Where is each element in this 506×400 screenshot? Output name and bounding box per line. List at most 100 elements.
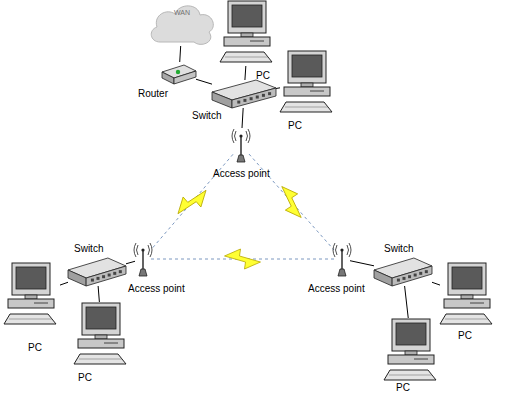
monitor-frame: [392, 319, 430, 351]
device-label: Access point: [308, 283, 365, 294]
pc-symbol: [74, 302, 130, 368]
lightning-bolt: [225, 249, 261, 269]
monitor-frame: [12, 263, 50, 295]
computer-case: [8, 299, 54, 308]
network-cable: [126, 261, 135, 264]
switch-symbol: [374, 258, 432, 286]
device-label: Switch: [384, 243, 413, 254]
device-label: PC: [78, 372, 92, 383]
pc-node: PC: [220, 0, 276, 66]
network-cable: [179, 46, 181, 62]
drive-slot: [250, 41, 264, 42]
antenna-base: [237, 155, 245, 162]
drive-slot: [104, 343, 118, 344]
switch-port: [250, 97, 253, 100]
ap-symbol: [135, 242, 151, 276]
computer-case: [224, 37, 270, 46]
router-symbol: [162, 62, 196, 86]
switch-port: [237, 101, 240, 104]
switch-port: [408, 275, 411, 278]
antenna-pole: [142, 251, 143, 270]
switch-port: [96, 277, 99, 280]
monitor-frame: [448, 263, 486, 295]
cloud-node: WAN: [148, 2, 216, 46]
monitor-stand: [241, 33, 253, 37]
keyboard: [74, 354, 126, 364]
drive-slot: [310, 91, 324, 92]
router-light: [176, 70, 180, 74]
network-cable: [196, 79, 212, 84]
pc-symbol: [280, 50, 336, 116]
switch-side: [212, 92, 232, 108]
pc-symbol: [384, 318, 440, 384]
switch-symbol: [68, 258, 126, 286]
computer-case: [388, 355, 434, 364]
keyboard: [384, 370, 436, 380]
lightning-bolt: [272, 182, 311, 222]
lightning-bolt: [173, 182, 212, 222]
device-label: WAN: [174, 9, 190, 17]
switch-port: [419, 272, 422, 275]
pc-node: PC: [280, 50, 336, 116]
switch-port: [119, 270, 122, 273]
monitor-frame: [288, 51, 326, 83]
switch-front: [392, 266, 432, 286]
monitor-screen: [292, 55, 322, 77]
drive-slot: [414, 359, 428, 360]
monitor-stand: [25, 295, 37, 299]
pc-symbol: [4, 262, 60, 328]
device-label: PC: [288, 120, 302, 131]
switch-port: [268, 92, 271, 95]
switch-symbol: [212, 80, 276, 108]
pc-node: PC: [74, 302, 130, 368]
switch-front: [86, 266, 126, 286]
keyboard-keys: [445, 319, 488, 320]
ap-node: Access point: [334, 242, 350, 276]
switch-port: [102, 275, 105, 278]
antenna-base: [338, 269, 346, 276]
keyboard: [440, 314, 492, 324]
switch-port: [108, 274, 111, 277]
device-label: PC: [256, 70, 270, 81]
monitor-screen: [452, 267, 482, 289]
router-node: Router: [162, 62, 196, 86]
antenna-pole: [341, 251, 342, 270]
keyboard-keys: [9, 319, 52, 320]
pc-symbol: [440, 262, 496, 328]
switch-side: [68, 270, 86, 286]
monitor-screen: [86, 307, 116, 329]
switch-port: [414, 274, 417, 277]
monitor-stand: [405, 351, 417, 355]
device-label: PC: [458, 330, 472, 341]
monitor-stand: [301, 83, 313, 87]
computer-case: [78, 339, 124, 348]
monitor-screen: [396, 323, 426, 345]
switch-port: [256, 96, 259, 99]
keyboard-keys: [79, 359, 122, 360]
switch-node: Switch: [68, 258, 126, 286]
keyboard-keys: [285, 107, 328, 108]
ap-node: Access point: [135, 242, 151, 276]
ap-symbol: [334, 242, 350, 276]
keyboard-keys: [389, 375, 432, 376]
pc-node: PC: [384, 318, 440, 384]
router-side: [162, 72, 174, 84]
keyboard: [220, 52, 272, 62]
ap-symbol: [233, 128, 249, 162]
pc-node: PC: [440, 262, 496, 328]
device-label: Access point: [128, 283, 185, 294]
device-label: Switch: [192, 110, 221, 121]
device-label: PC: [396, 382, 410, 393]
switch-port: [397, 279, 400, 282]
computer-case: [444, 299, 490, 308]
switch-port: [113, 272, 116, 275]
switch-port: [91, 279, 94, 282]
monitor-frame: [228, 1, 266, 33]
computer-case: [284, 87, 330, 96]
monitor-stand: [461, 295, 473, 299]
network-cable: [98, 286, 99, 302]
pc-symbol: [220, 0, 276, 66]
switch-port: [243, 99, 246, 102]
switch-front: [232, 88, 276, 108]
keyboard: [280, 102, 332, 112]
